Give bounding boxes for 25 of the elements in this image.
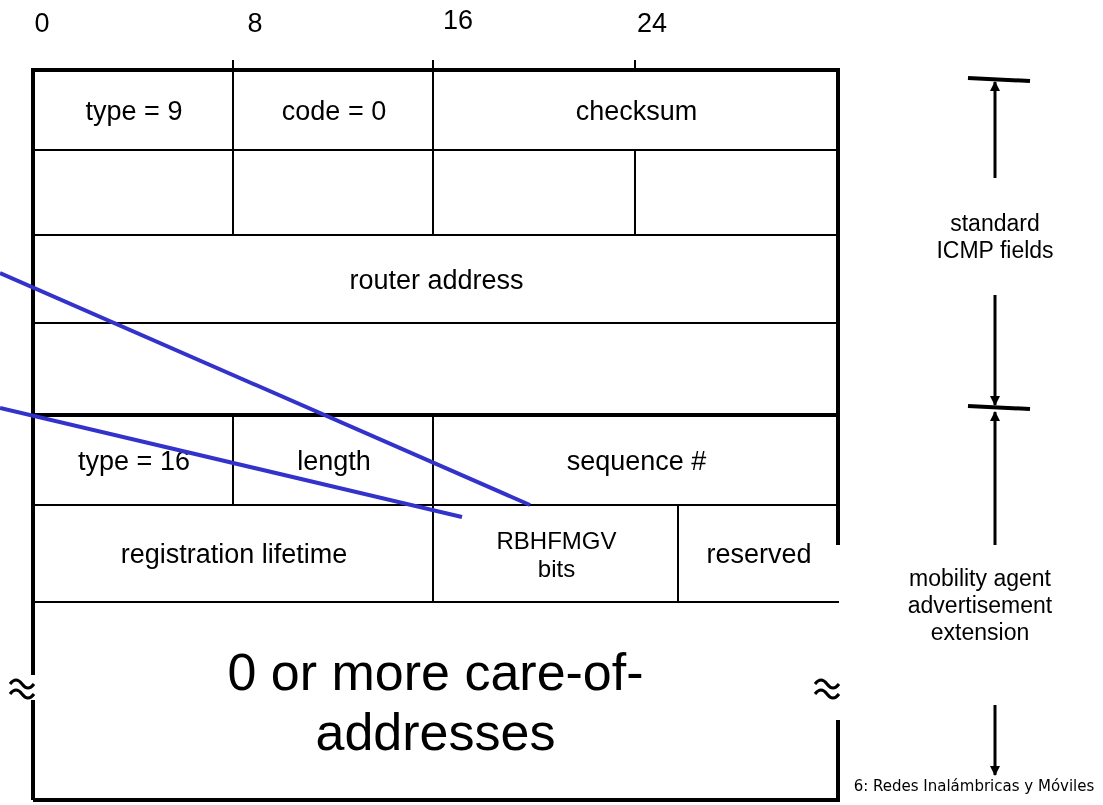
field-label: reserved	[706, 539, 812, 570]
field-label: RBHFMGV bits	[496, 526, 617, 583]
field-label: code = 0	[281, 95, 387, 127]
empty-cell	[432, 149, 636, 236]
leader-line	[0, 271, 531, 507]
section-label: mobility agent advertisement extension	[906, 565, 1054, 646]
bit-offset: 8	[246, 8, 264, 39]
section-label: standard ICMP fields	[935, 210, 1055, 264]
empty-cell	[32, 149, 234, 236]
field-label: checksum	[575, 95, 698, 127]
field-label: type = 9	[85, 95, 183, 127]
field-label: registration lifetime	[120, 539, 348, 570]
field-label: 0 or more care-of-addresses	[226, 642, 645, 762]
field-cell	[432, 504, 679, 603]
empty-cell	[634, 149, 839, 236]
field-label: sequence #	[566, 445, 707, 477]
footer-text: 6: Redes Inalámbricas y Móviles	[852, 777, 1096, 795]
empty-cell	[232, 149, 434, 236]
bit-offset: 16	[441, 5, 474, 36]
bit-offset: 24	[635, 8, 668, 39]
bit-offset: 0	[33, 8, 51, 39]
field-label: length	[297, 445, 371, 477]
field-cell	[677, 504, 839, 603]
leader-line	[0, 406, 463, 519]
field-label: router address	[349, 264, 524, 296]
